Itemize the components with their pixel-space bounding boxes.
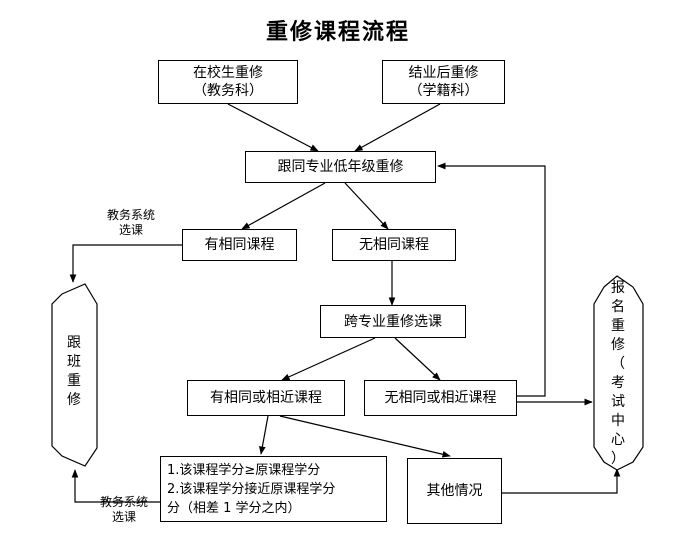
has-same-label: 有相同课程 xyxy=(204,237,275,253)
has-same-box: 有相同课程 xyxy=(182,229,297,261)
other-box: 其他情况 xyxy=(407,458,502,524)
has-similar-label: 有相同或相近课程 xyxy=(210,390,322,406)
follow-class-hexagon xyxy=(51,283,98,467)
arrow-has-similar-to-other xyxy=(279,415,451,458)
exam-center-char: 试 xyxy=(611,394,625,410)
cross-major-box: 跨专业重修选课 xyxy=(320,305,466,338)
low-grade-label: 跟同专业低年级重修 xyxy=(277,159,404,175)
exam-center-char: （ xyxy=(611,356,625,372)
no-same-box: 无相同课程 xyxy=(332,229,456,261)
top-select-label: 教务系统 选课 xyxy=(95,208,167,238)
bottom-select-label-line-2: 选课 xyxy=(111,510,136,524)
no-same-label: 无相同课程 xyxy=(359,237,429,253)
arrow-cross-major-to-has-similar xyxy=(281,337,376,381)
cross-major-label: 跨专业重修选课 xyxy=(344,313,442,330)
bottom-select-label-line-1: 教务系统 xyxy=(99,495,148,509)
exam-center-char: 名 xyxy=(611,299,625,315)
follow-class-char: 班 xyxy=(67,354,81,370)
conditions-box: 1.该课程学分≥原课程学分 2.该课程学分接近原课程学分 分（相差 1 学分之内… xyxy=(160,456,387,522)
exam-center-hexagon xyxy=(593,275,644,471)
arrow-has-similar-to-conditions xyxy=(259,415,269,455)
bottom-select-label: 教务系统 选课 xyxy=(88,495,160,525)
arrow-has-same-to-follow-class xyxy=(69,244,182,283)
graduate-dept: （学籍科） xyxy=(408,83,479,99)
arrow-low-grade-to-has-same xyxy=(241,182,326,230)
exam-center-char: 考 xyxy=(611,375,625,391)
top-select-label-line-2: 选课 xyxy=(118,223,143,237)
condition-line-1: 1.该课程学分≥原课程学分 xyxy=(167,462,321,478)
exam-center-char: ） xyxy=(611,451,625,467)
arrow-low-grade-to-no-same xyxy=(344,182,389,230)
arrow-return-to-low-grade xyxy=(437,162,546,397)
other-label: 其他情况 xyxy=(426,483,483,499)
arrow-other-to-exam-center xyxy=(502,468,621,494)
follow-class-char: 修 xyxy=(67,392,81,408)
exam-center-char: 报 xyxy=(611,280,625,296)
graduate-box: 结业后重修 （学籍科） xyxy=(382,60,505,104)
exam-center-text: 报 名 重 修 （ 考 试 中 心 ） xyxy=(608,279,628,469)
low-grade-box: 跟同专业低年级重修 xyxy=(245,151,436,183)
exam-center-char: 心 xyxy=(611,432,625,448)
no-similar-box: 无相同或相近课程 xyxy=(364,380,517,416)
arrow-conditions-to-follow-class xyxy=(71,469,160,503)
arrow-in-school-to-low-grade xyxy=(227,103,319,152)
page-title: 重修课程流程 xyxy=(265,19,410,45)
arrow-cross-major-to-no-similar xyxy=(394,337,441,381)
top-select-label-line-1: 教务系统 xyxy=(106,208,155,222)
graduate-label: 结业后重修 xyxy=(408,65,479,81)
arrow-graduate-to-low-grade xyxy=(354,103,441,152)
in-school-label: 在校生重修 xyxy=(193,65,263,81)
in-school-dept: （教务科） xyxy=(193,83,263,99)
in-school-box: 在校生重修 （教务科） xyxy=(158,60,298,104)
exam-center-char: 中 xyxy=(611,413,625,429)
follow-class-char: 重 xyxy=(67,373,81,389)
no-similar-label: 无相同或相近课程 xyxy=(384,390,497,406)
condition-line-2: 2.该课程学分接近原课程学分 xyxy=(167,481,336,497)
exam-center-char: 修 xyxy=(611,337,625,353)
follow-class-char: 跟 xyxy=(67,335,81,351)
exam-center-char: 重 xyxy=(611,318,625,334)
follow-class-text: 跟 班 重 修 xyxy=(64,334,84,410)
has-similar-box: 有相同或相近课程 xyxy=(187,380,345,416)
condition-line-3: 分（相差 1 学分之内） xyxy=(167,500,301,516)
